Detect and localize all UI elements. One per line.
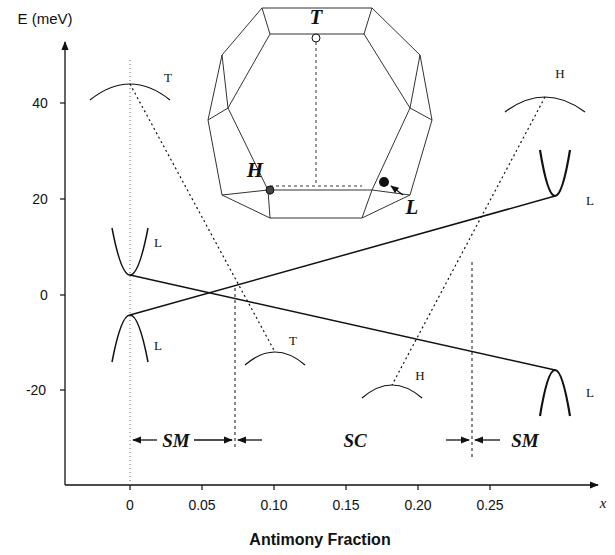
x-axis: [65, 484, 598, 485]
tick-label: 20: [32, 192, 48, 206]
region-label: SC: [343, 431, 366, 450]
tick-label: -20: [26, 383, 46, 397]
region-label: SM: [511, 431, 538, 450]
reference-line: [130, 60, 131, 485]
t-point: [312, 34, 320, 42]
h-point: [266, 186, 274, 194]
tick-label: 0.10: [260, 498, 287, 512]
tick-label: 0.05: [188, 498, 215, 512]
band-label: L: [154, 339, 162, 352]
point-label: H: [247, 160, 263, 181]
axis-title: E (meV): [17, 11, 72, 26]
band-label: H: [415, 369, 424, 382]
tick-label: 40: [32, 96, 48, 110]
band-label: L: [586, 386, 594, 399]
tick-label: 0.15: [332, 498, 359, 512]
region-label: SM: [162, 431, 189, 450]
axis-title: Antimony Fraction: [249, 532, 390, 548]
leader-line: [391, 186, 403, 195]
tick-label: 0: [40, 288, 48, 302]
brillouin-zone: [208, 8, 432, 218]
band-curves: [90, 84, 585, 458]
band-label: L: [586, 194, 594, 207]
tick-label: 0.20: [404, 498, 431, 512]
l-point: [379, 177, 389, 187]
point-label: T: [310, 7, 323, 28]
y-axis: [64, 42, 65, 485]
tick-label: 0: [126, 498, 134, 512]
axis-variable: x: [600, 496, 607, 511]
band-label: T: [164, 71, 172, 84]
band-label: H: [555, 67, 564, 80]
tick-label: 0.25: [476, 498, 503, 512]
band-label: L: [154, 236, 162, 249]
point-label: L: [406, 197, 419, 218]
band-label: T: [289, 334, 297, 347]
